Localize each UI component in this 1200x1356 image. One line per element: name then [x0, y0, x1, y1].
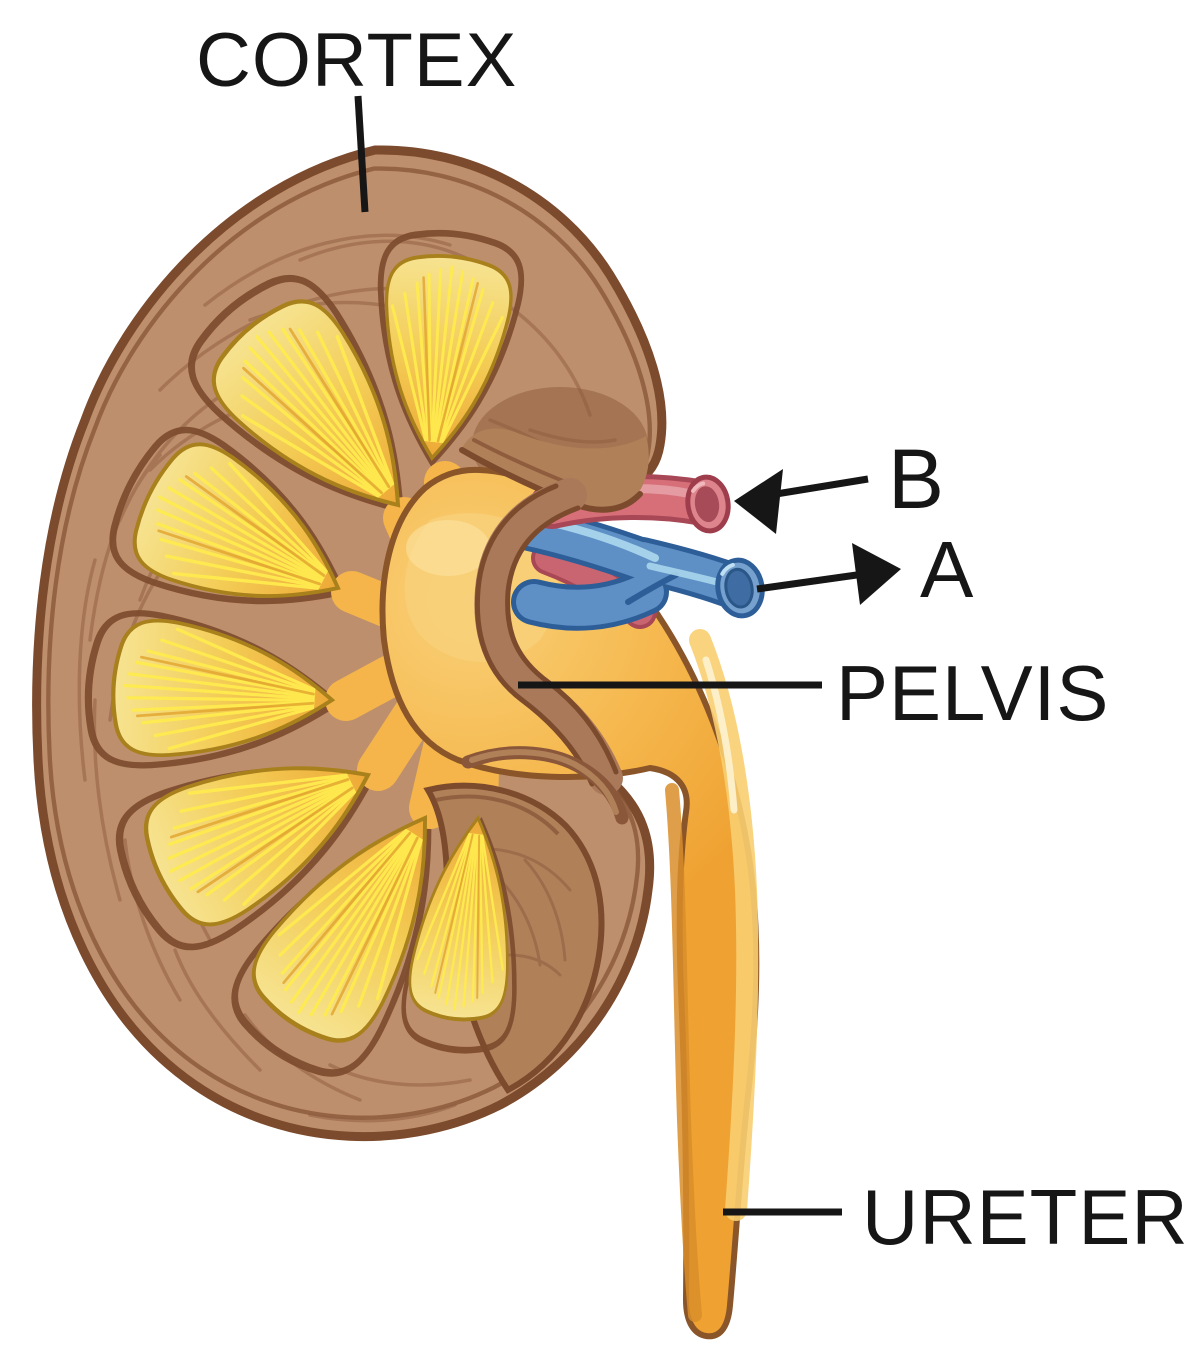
vessel-a-arrowhead — [852, 543, 901, 605]
vein-opening — [715, 557, 765, 619]
renal-vein — [507, 505, 765, 631]
vein-fork-crease — [625, 572, 679, 605]
artery-opening — [685, 474, 731, 534]
ureter-glare-line — [702, 656, 738, 814]
pelvis-label: PELVIS — [836, 649, 1109, 737]
hilum-structures — [399, 428, 649, 1094]
vessel-a-label: A — [920, 525, 974, 614]
hilum-top-lobe-crescent — [462, 428, 649, 510]
ureter-label: URETER — [862, 1173, 1189, 1261]
cortex-label: CORTEX — [196, 18, 517, 103]
vessel-b-arrowhead — [734, 469, 783, 534]
hilum-bottom-lobe — [399, 782, 605, 1094]
cortex-leader-line — [354, 95, 369, 213]
labels: CORTEX B A PELVIS URETER — [196, 18, 1189, 1261]
arrowheads — [734, 469, 901, 605]
pelvis-glare — [406, 520, 490, 576]
hilum-wall — [474, 478, 623, 795]
ureter-shade-line — [665, 783, 702, 1322]
calyx-hook-loop-core — [469, 749, 619, 815]
vessel-b-label: B — [888, 432, 944, 526]
